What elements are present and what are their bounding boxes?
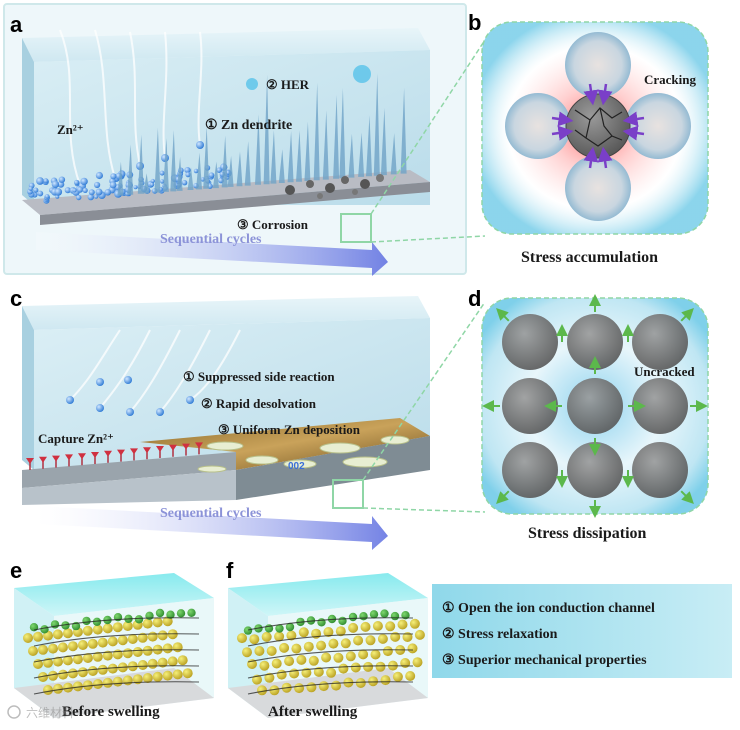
cycles-label-c: Sequential cycles bbox=[160, 506, 262, 521]
cracking-label: Cracking bbox=[644, 72, 697, 87]
panel-b: b Cracking Stress accumulation bbox=[468, 10, 708, 266]
her-label: ② HER bbox=[266, 77, 310, 92]
gel-cube-icon bbox=[14, 573, 214, 718]
box-left-c bbox=[22, 306, 34, 470]
zoom-line-c1 bbox=[363, 508, 485, 512]
stress-dissipation-caption: Stress dissipation bbox=[528, 525, 647, 542]
panel-a-letter: a bbox=[10, 12, 23, 37]
watermark: 六维材料 bbox=[8, 706, 74, 720]
item3-label-c: ③ Uniform Zn deposition bbox=[218, 422, 361, 437]
panel-f-letter: f bbox=[226, 558, 234, 583]
box-left bbox=[22, 38, 34, 205]
panel-a: a Zn²⁺ ② HER ① Zn dendrite ③ Corrosion S… bbox=[4, 4, 485, 276]
after-swelling-caption: After swelling bbox=[268, 704, 358, 720]
corrosion-label: ③ Corrosion bbox=[237, 217, 309, 232]
panel-e-letter: e bbox=[10, 558, 22, 583]
stress-accumulation-caption: Stress accumulation bbox=[521, 249, 658, 266]
capture-label: Capture Zn²⁺ bbox=[38, 431, 114, 446]
summary-item-3: ③ Superior mechanical properties bbox=[442, 653, 647, 668]
before-swelling-caption: Before swelling bbox=[62, 704, 160, 720]
item1-label-c: ① Suppressed side reaction bbox=[183, 369, 335, 384]
panel-e: e Before swelling bbox=[10, 558, 214, 720]
summary-item-2: ② Stress relaxation bbox=[442, 627, 558, 642]
panel-d: d Uncracked Stress dissipation bbox=[468, 286, 708, 542]
zn-ion-label: Zn²⁺ bbox=[57, 122, 84, 137]
facet-label: 002 bbox=[288, 461, 305, 472]
panel-b-letter: b bbox=[468, 10, 481, 35]
summary-item-1: ① Open the ion conduction channel bbox=[442, 601, 655, 616]
panel-c-letter: c bbox=[10, 286, 22, 311]
uncracked-label: Uncracked bbox=[634, 364, 695, 379]
panel-f: f After swelling bbox=[226, 558, 428, 720]
item2-label-c: ② Rapid desolvation bbox=[201, 396, 317, 411]
gel-cube-icon bbox=[228, 573, 428, 718]
panel-d-letter: d bbox=[468, 286, 481, 311]
dendrite-label: ① Zn dendrite bbox=[205, 118, 292, 133]
panel-c: 002 c Capture Zn²⁺ ① Suppressed side rea… bbox=[10, 286, 485, 550]
particle-grid bbox=[488, 300, 702, 512]
watermark-text: 六维材料 bbox=[26, 706, 74, 720]
summary-box: ① Open the ion conduction channel ② Stre… bbox=[432, 584, 732, 678]
watermark-logo-icon bbox=[8, 706, 20, 718]
cycles-label-a: Sequential cycles bbox=[160, 232, 262, 247]
